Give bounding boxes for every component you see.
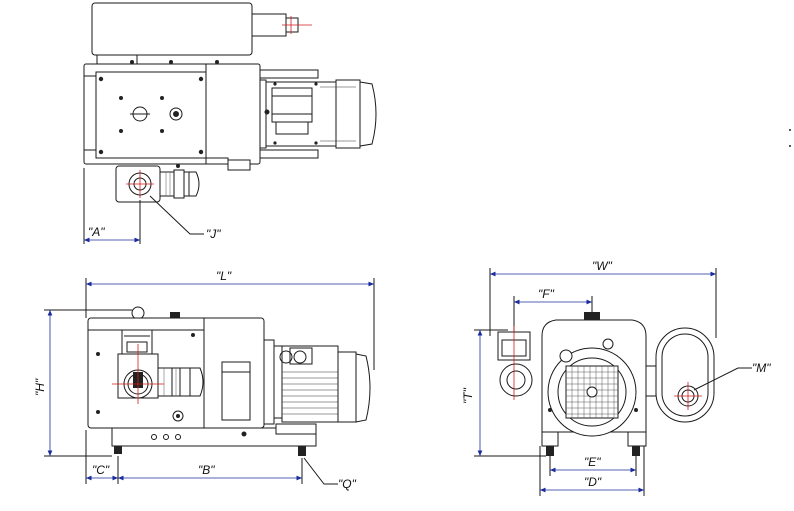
dim-label-c: "C" xyxy=(92,463,110,477)
top-view: "A" "J" xyxy=(83,2,377,244)
dim-label-h: "H" xyxy=(33,378,47,396)
dim-label-q: "Q" xyxy=(338,477,357,491)
dim-label-a: "A" xyxy=(88,225,105,239)
dim-label-w: "W" xyxy=(592,259,613,273)
dim-label-f: "F" xyxy=(538,287,555,301)
dim-label-t: "T" xyxy=(461,387,475,404)
dim-label-m: "M" xyxy=(752,361,771,375)
dim-label-j: "J" xyxy=(206,227,221,241)
dim-label-b: "B" xyxy=(198,463,215,477)
dim-label-l: "L" xyxy=(216,269,232,283)
dim-label-d: "D" xyxy=(584,475,602,489)
dim-label-e: "E" xyxy=(584,455,601,469)
side-view: "W" "F" xyxy=(461,259,771,496)
front-view: "L" xyxy=(33,269,375,491)
